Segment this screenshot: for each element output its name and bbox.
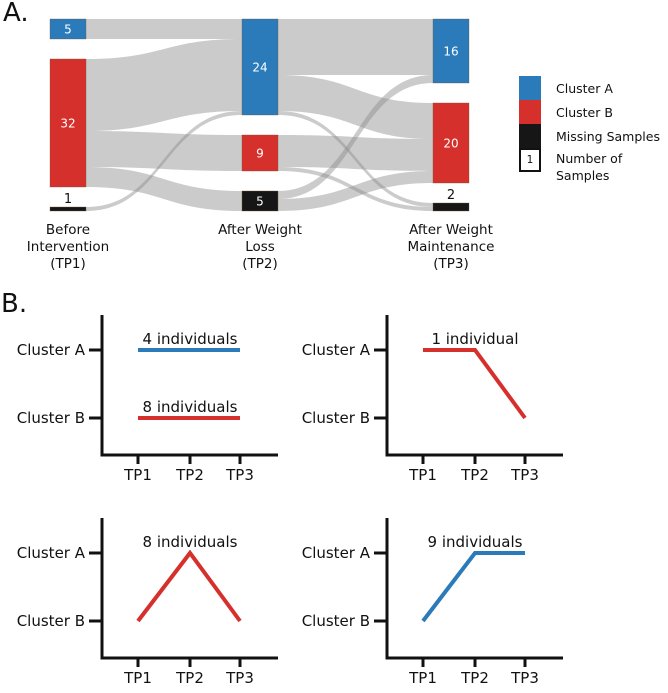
trajectory-line: [423, 348, 527, 420]
sankey-node-TP3.A: [432, 18, 470, 84]
x-tick-label: TP3: [510, 669, 539, 687]
x-tick-label: TP3: [225, 466, 254, 484]
panel-a-label: A.: [3, 0, 29, 28]
x-tick-label: TP3: [225, 669, 254, 687]
sankey-node-TP2.A: [241, 18, 279, 116]
trajectory-line: [421, 551, 525, 623]
node-value: 20: [443, 137, 458, 151]
axes: [385, 518, 563, 660]
cluster-a-swatch: [519, 76, 541, 100]
y-tick-label: Cluster B: [17, 612, 85, 630]
x-tick-label: TP3: [510, 466, 539, 484]
y-tick-label: Cluster A: [17, 544, 86, 562]
sankey-node-TP1.A: [49, 18, 87, 40]
trajectory-chart-top-left: TP1 TP2 TP3 Cluster A Cluster B 4 individuals…: [17, 315, 278, 484]
sankey-flow: [278, 75, 433, 199]
sankey-flow: [86, 131, 242, 171]
node-value: 16: [443, 45, 458, 59]
timepoint-label-tp2: After Weight Loss (TP2): [185, 222, 335, 273]
y-tick-label: Cluster A: [302, 341, 371, 359]
x-tick-label: TP1: [408, 669, 437, 687]
sankey-flow: [278, 135, 433, 171]
node-value: 1: [64, 192, 72, 207]
axes: [385, 315, 563, 457]
caption-line: After Weight: [218, 222, 302, 238]
series-annotation: 8 individuals: [143, 533, 238, 551]
trajectory-line: [136, 549, 242, 623]
legend-label-cluster-b: Cluster B: [556, 104, 613, 120]
y-tick-label: Cluster A: [17, 341, 86, 359]
caption-line: (TP2): [242, 256, 278, 272]
x-tick-label: TP2: [175, 669, 204, 687]
sankey-flow: [86, 19, 242, 39]
node-value: 5: [256, 195, 264, 209]
y-tick-label: Cluster B: [17, 409, 85, 427]
sankey-node-TP1.B: [49, 58, 87, 188]
trajectory-chart-top-right: TP1 TP2 TP3 Cluster A Cluster B 1 individual: [302, 315, 563, 484]
node-value: 32: [60, 117, 75, 131]
legend: Cluster A Cluster B Missing Samples 1 Nu…: [519, 76, 660, 184]
missing-samples-swatch: [519, 124, 541, 148]
x-tick-label: TP1: [123, 669, 152, 687]
y-tick-label: Cluster B: [302, 612, 370, 630]
series-annotation: 4 individuals: [143, 330, 238, 348]
series-annotation: 8 individuals: [143, 398, 238, 416]
caption-line: Before: [45, 222, 91, 238]
number-of-samples-box: 1: [519, 148, 541, 172]
y-tick-label: Cluster B: [302, 409, 370, 427]
sankey-node-TP3.B: [432, 102, 470, 184]
legend-row-cluster-a: Cluster A: [519, 76, 660, 100]
x-tick-label: TP2: [175, 466, 204, 484]
series-annotation: 9 individuals: [428, 533, 523, 551]
sankey-flow: [278, 167, 433, 211]
sankey-flow: [86, 167, 242, 211]
sankey-flow: [278, 111, 433, 207]
legend-label-missing: Missing Samples: [556, 128, 660, 144]
node-value: 9: [256, 147, 264, 161]
caption-line: (TP3): [433, 256, 469, 272]
legend-row-cluster-b: Cluster B: [519, 100, 660, 124]
node-value: 5: [64, 23, 72, 37]
sankey-flow: [278, 171, 433, 211]
node-value: 24: [252, 61, 267, 75]
trajectory-chart-bottom-right: TP1 TP2 TP3 Cluster A Cluster B 9 individuals: [302, 518, 563, 687]
legend-row-count: 1 Number of Samples: [519, 148, 660, 184]
node-value: 2: [447, 188, 455, 203]
caption-line: Intervention: [26, 239, 110, 255]
sankey-flow: [86, 111, 242, 211]
timepoint-label-tp3: After Weight Maintenance (TP3): [376, 222, 526, 273]
cluster-b-swatch: [519, 100, 541, 124]
axes: [100, 315, 278, 457]
sankey-node-TP2.B: [241, 134, 279, 172]
trajectory-chart-bottom-left: TP1 TP2 TP3 Cluster A Cluster B 8 individuals: [17, 518, 278, 687]
caption-line: After Weight: [409, 222, 493, 238]
x-tick-label: TP1: [123, 466, 152, 484]
y-tick-label: Cluster A: [302, 544, 371, 562]
sankey-node-TP2.Missing: [241, 190, 279, 212]
timepoint-label-tp1: Before Intervention (TP1): [0, 222, 143, 273]
legend-row-missing: Missing Samples: [519, 124, 660, 148]
caption-line: Loss: [245, 239, 275, 255]
sankey-node-TP1.Missing: [49, 206, 87, 212]
caption-line: Maintenance: [407, 239, 495, 255]
panel-b-label: B.: [1, 289, 28, 319]
series-annotation: 1 individual: [431, 330, 518, 348]
axes: [100, 518, 278, 660]
legend-label-cluster-a: Cluster A: [556, 80, 613, 96]
legend-label-count: Number of Samples: [556, 151, 623, 183]
x-tick-label: TP1: [408, 466, 437, 484]
sankey-node-TP3.Missing: [432, 202, 470, 212]
x-tick-label: TP2: [460, 669, 489, 687]
sankey-diagram: 5 32 1 24 9 5 16 20 2: [49, 18, 470, 212]
sankey-flow: [278, 19, 433, 75]
sankey-flow: [86, 39, 242, 131]
sankey-flow: [278, 75, 433, 139]
x-tick-label: TP2: [460, 466, 489, 484]
caption-line: (TP1): [50, 256, 86, 272]
count-box-value: 1: [526, 154, 534, 166]
